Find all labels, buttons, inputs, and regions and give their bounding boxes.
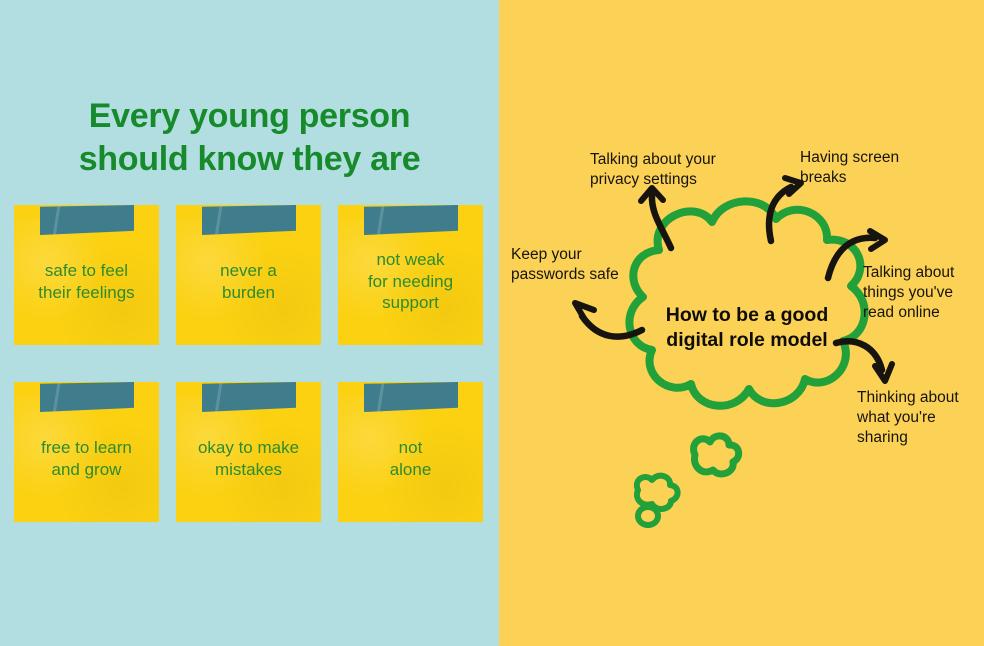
tape-strip-icon [364, 205, 458, 235]
label-privacy-settings: Talking about your privacy settings [590, 151, 716, 188]
left-panel: Every young person should know they are … [0, 0, 499, 646]
label-keep-passwords-safe: Keep your passwords safe [511, 246, 619, 283]
tape-strip-icon [364, 382, 458, 412]
sticky-note-line-2: alone [389, 459, 432, 479]
page-title-line-2: should know they are [78, 139, 421, 178]
cloud-title-line-1: How to be a good [665, 304, 829, 326]
thought-cloud-diagram [572, 175, 895, 528]
thought-bubble-large [690, 432, 743, 478]
sticky-note-text: not alone [382, 437, 440, 480]
sticky-note: not weak for needing support [338, 205, 483, 345]
label-thinking-about-sharing: Thinking about what you're sharing [857, 389, 959, 446]
sticky-note-line-1: not weak [376, 250, 445, 270]
sticky-note-paper [176, 396, 321, 522]
arrow-to-read-online-icon [824, 234, 879, 282]
sticky-note: safe to feel their feelings [14, 205, 159, 345]
thought-bubble-small [635, 504, 661, 528]
sticky-note-paper [176, 219, 321, 345]
tape-strip-icon [40, 382, 134, 412]
sticky-note: never a burden [176, 205, 321, 345]
sticky-note-paper [338, 219, 483, 345]
sticky-note-paper [338, 396, 483, 522]
label-read-online: Talking about things you've read online [863, 264, 955, 321]
sticky-note-paper [14, 396, 159, 522]
sticky-note-paper [14, 219, 159, 345]
sticky-note-line-1: not [398, 438, 423, 458]
sticky-note-line-2: burden [222, 282, 275, 302]
sticky-note-line-2: mistakes [214, 459, 283, 479]
sticky-note-line-2: their feelings [38, 282, 135, 302]
arrow-to-screen-breaks-icon [765, 183, 795, 245]
page-title: Every young person should know they are [0, 95, 499, 181]
thought-bubble-medium [633, 472, 681, 512]
sticky-notes-grid: safe to feel their feelings never a burd… [14, 205, 484, 559]
sticky-notes-row-2: free to learn and grow okay to make mist… [14, 382, 484, 522]
arrow-to-screen-breaks-head-icon [782, 175, 804, 197]
tape-strip-icon [40, 205, 134, 235]
sticky-note-line-2: for needing [367, 271, 454, 291]
arrow-to-sharing-head-icon [872, 361, 895, 384]
tape-strip-icon [202, 382, 296, 412]
sticky-note-line-2: and grow [51, 459, 122, 479]
label-screen-breaks: Having screen breaks [800, 149, 900, 186]
arrow-to-privacy-settings-head-icon [638, 185, 666, 204]
sticky-note-text: free to learn and grow [33, 437, 140, 480]
cloud-title-line-2: digital role model [666, 329, 828, 352]
sticky-note-text: safe to feel their feelings [30, 260, 142, 303]
sticky-notes-row-1: safe to feel their feelings never a burd… [14, 205, 484, 345]
arrow-to-sharing-icon [832, 338, 886, 374]
sticky-note-text: okay to make mistakes [190, 437, 307, 480]
sticky-note-line-1: safe to feel [44, 261, 129, 281]
sticky-note-line-1: free to learn [41, 438, 132, 458]
sticky-note-text: never a burden [212, 260, 285, 303]
arrow-to-keep-passwords-head-icon [572, 300, 597, 323]
sticky-note-text: not weak for needing support [360, 249, 461, 313]
cloud-title: How to be a good digital role model [649, 303, 845, 354]
thought-cloud-shape [625, 197, 869, 410]
arrow-to-read-online-head-icon [867, 228, 888, 252]
page-title-line-1: Every young person [88, 96, 411, 135]
sticky-note-line-3: support [382, 293, 439, 313]
arrow-to-privacy-settings-icon [648, 191, 675, 252]
sticky-note: not alone [338, 382, 483, 522]
right-panel: How to be a good digital role model Keep… [499, 0, 984, 646]
sticky-note-line-1: okay to make [197, 438, 300, 458]
sticky-note: okay to make mistakes [176, 382, 321, 522]
tape-strip-icon [202, 205, 296, 235]
sticky-note-line-1: never a [220, 261, 277, 281]
sticky-note: free to learn and grow [14, 382, 159, 522]
